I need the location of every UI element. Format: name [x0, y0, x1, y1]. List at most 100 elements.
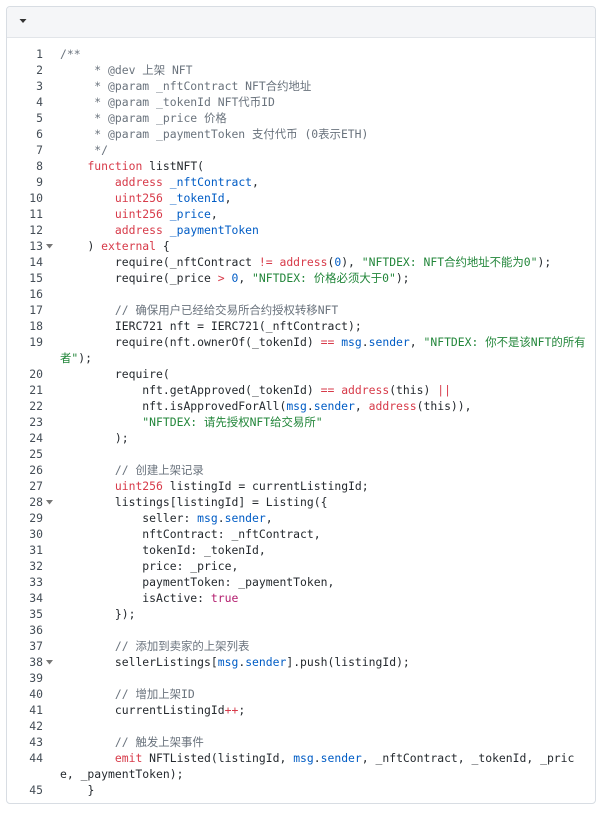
line-number: 17 [29, 303, 43, 317]
fold-gutter [43, 430, 55, 446]
code-token: > [217, 271, 225, 285]
code-text: currentListingId++; [55, 702, 595, 718]
fold-chevron-icon[interactable] [43, 654, 55, 670]
code-token: _tokenId [169, 191, 225, 205]
code-token: ].push(listingId); [286, 655, 410, 669]
code-token [60, 159, 87, 173]
fold-gutter [43, 142, 55, 158]
code-text: paymentToken: _paymentToken, [55, 574, 595, 590]
code-token: sender [368, 335, 410, 349]
code-text: listings[listingId] = Listing({ [55, 494, 595, 510]
code-line: 19 require(nft.ownerOf(_tokenId) == msg.… [7, 334, 595, 366]
fold-chevron-icon[interactable] [43, 238, 55, 254]
line-number: 29 [29, 511, 43, 525]
code-line: 17 // 确保用户已经给交易所合约授权转移NFT [7, 302, 595, 318]
code-text: */ [55, 142, 595, 158]
line-number: 8 [36, 159, 43, 173]
code-line: 23 "NFTDEX: 请先授权NFT给交易所" [7, 414, 595, 430]
code-line: 28 listings[listingId] = Listing({ [7, 494, 595, 510]
code-token: 0 [334, 255, 342, 269]
code-token: ); [395, 271, 410, 285]
line-number: 44 [29, 751, 43, 765]
line-number: 43 [29, 735, 43, 749]
code-token: * @dev 上架 NFT [60, 63, 193, 77]
fold-chevron-icon[interactable] [43, 494, 55, 510]
fold-gutter [43, 398, 55, 414]
code-token [163, 223, 170, 237]
code-token: (this) [389, 383, 438, 397]
code-line: 20 require( [7, 366, 595, 382]
line-number: 20 [29, 367, 43, 381]
code-token: . [217, 511, 225, 525]
fold-gutter [43, 558, 55, 574]
code-text: price: _price, [55, 558, 595, 574]
code-token: listings[listingId] = Listing({ [60, 495, 328, 509]
line-number: 24 [29, 431, 43, 445]
code-text [55, 446, 595, 462]
line-number: 42 [29, 719, 43, 733]
code-token: require( [60, 367, 170, 381]
code-token: , [210, 207, 218, 221]
code-token: ++ [224, 703, 239, 717]
code-token [163, 191, 170, 205]
fold-gutter [43, 414, 55, 430]
fold-gutter [43, 366, 55, 382]
fold-gutter [43, 62, 55, 78]
code-token [163, 175, 170, 189]
code-token: "NFTDEX: 价格必须大于0" [252, 271, 396, 285]
line-number: 39 [29, 671, 43, 685]
code-token: , [409, 335, 424, 349]
code-text: * @param _paymentToken 支付代币 (0表示ETH) [55, 126, 595, 142]
code-text: // 添加到卖家的上架列表 [55, 638, 595, 654]
code-token: address [114, 175, 163, 189]
code-token: // 触发上架事件 [60, 735, 204, 749]
code-token: nft.getApproved(_tokenId) [60, 383, 321, 397]
code-token: function [87, 159, 143, 173]
code-text: function listNFT( [55, 158, 595, 174]
line-number: 4 [36, 95, 43, 109]
line-number: 13 [29, 239, 43, 253]
code-line: 10 uint256 _tokenId, [7, 190, 595, 206]
line-number: 23 [29, 415, 43, 429]
code-line: 41 currentListingId++; [7, 702, 595, 718]
code-token: true [210, 591, 239, 605]
code-line: 22 nft.isApprovedForAll(msg.sender, addr… [7, 398, 595, 414]
code-text: address _nftContract, [55, 174, 595, 190]
line-number: 11 [29, 207, 43, 221]
code-token [163, 207, 170, 221]
fold-gutter [43, 734, 55, 750]
code-token: == [320, 383, 335, 397]
code-text: nftContract: _nftContract, [55, 526, 595, 542]
code-token: . [238, 655, 246, 669]
code-line: 26 // 创建上架记录 [7, 462, 595, 478]
code-line: 27 uint256 listingId = currentListingId; [7, 478, 595, 494]
fold-gutter [43, 462, 55, 478]
code-text [55, 622, 595, 638]
code-token: * @param _tokenId NFT代币ID [60, 95, 275, 109]
code-token [60, 415, 142, 429]
line-number: 31 [29, 543, 43, 557]
fold-gutter [43, 318, 55, 334]
line-number: 16 [29, 287, 43, 301]
code-text: address _paymentToken [55, 222, 595, 238]
caret-down-icon[interactable] [18, 16, 32, 28]
code-token [60, 207, 115, 221]
code-line: 16 [7, 286, 595, 302]
code-token: seller: [60, 511, 198, 525]
code-token: uint256 [114, 191, 163, 205]
code-line: 45 } [7, 782, 595, 798]
code-token: , [265, 511, 273, 525]
code-line: 38 sellerListings[msg.sender].push(listi… [7, 654, 595, 670]
line-number: 28 [29, 495, 43, 509]
code-line: 37 // 添加到卖家的上架列表 [7, 638, 595, 654]
code-text: /** [55, 46, 595, 62]
code-token [60, 479, 115, 493]
code-line: 42 [7, 718, 595, 734]
code-token: paymentToken: _paymentToken, [60, 575, 335, 589]
code-token: price: _price, [60, 559, 239, 573]
code-line: 24 ); [7, 430, 595, 446]
fold-gutter [43, 750, 55, 766]
code-token: _paymentToken [169, 223, 259, 237]
code-token: ( [327, 255, 335, 269]
